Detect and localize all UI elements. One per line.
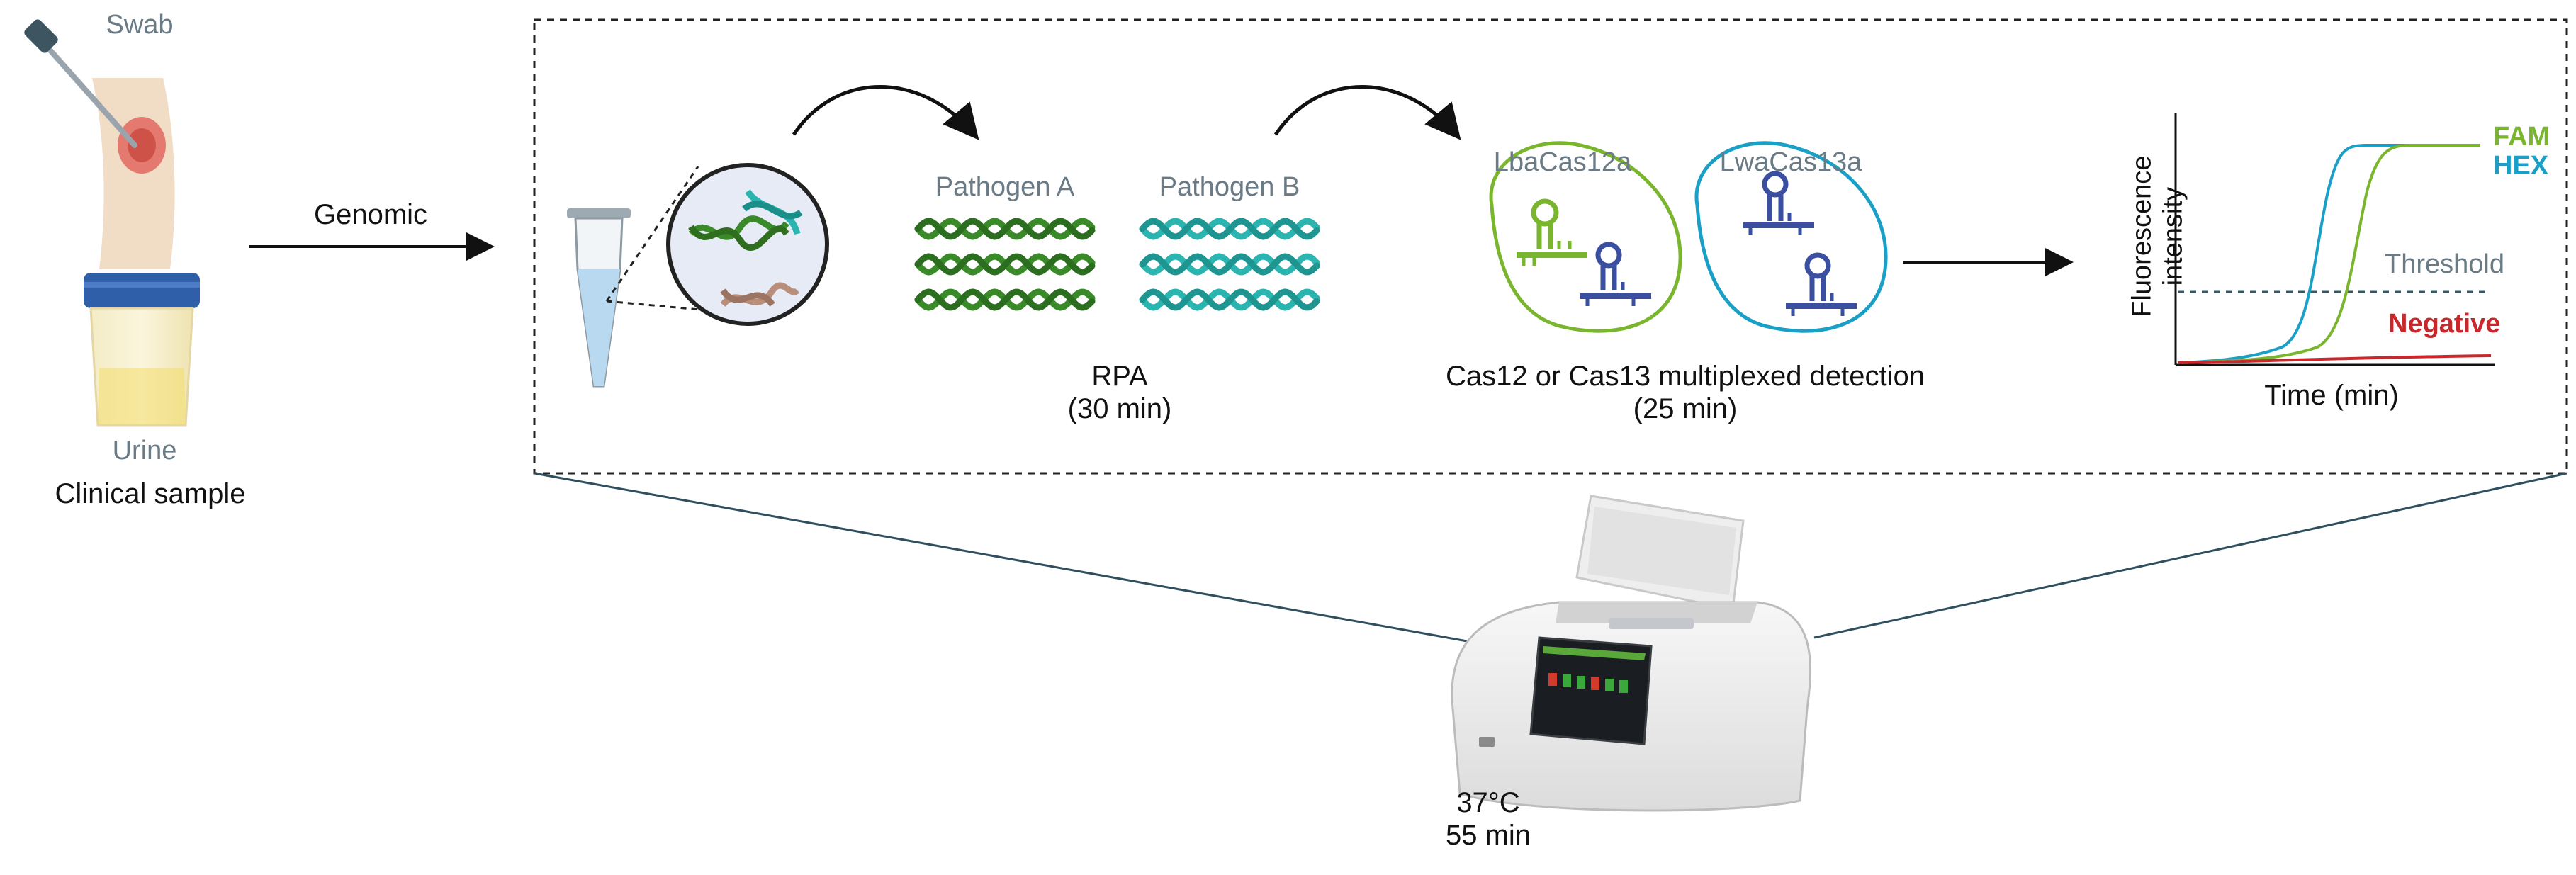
detection-time: (25 min) [1633, 393, 1738, 424]
detection-method: Cas12 or Cas13 multiplexed detection [1446, 361, 1925, 392]
y-axis-label-line2: intensity [2158, 186, 2188, 286]
y-axis-label-line1: Fluorescence [2127, 155, 2157, 317]
genomic-label: Genomic [313, 199, 428, 230]
rpa-dna-strands [914, 218, 1320, 311]
threshold-label: Threshold [2385, 249, 2504, 279]
device-duration: 55 min [1445, 820, 1531, 851]
pathogen-a-dna [914, 218, 1096, 240]
pathogen-a-dna [914, 253, 1096, 276]
lwacas13a-label: LwaCas13a [1719, 147, 1862, 177]
device-temperature: 37°C [1456, 787, 1520, 818]
crrna-green-icon [1517, 198, 1587, 266]
pathogen-b-dna [1139, 218, 1320, 240]
y-axis-label: Fluorescence intensity [2127, 145, 2188, 329]
pathogen-b-label: Pathogen B [1159, 172, 1300, 202]
crrna-blue-icon [1743, 171, 1814, 235]
detection-label: Cas12 or Cas13 multiplexed detection (25… [1446, 360, 1925, 425]
process-box [533, 18, 2568, 475]
rpa-method: RPA [1091, 361, 1148, 392]
swab-icon [24, 19, 175, 269]
clinical-sample-label: Clinical sample [55, 478, 246, 509]
reaction-tube-icon [567, 208, 631, 388]
cas13-blob [1694, 141, 1888, 333]
dna-zoom-icon [666, 163, 829, 326]
cas12-blob [1489, 141, 1682, 333]
connector-left [534, 472, 1468, 643]
detection-device-icon [1451, 495, 1812, 812]
pathogen-b-dna [1139, 253, 1320, 276]
hex-curve [2177, 144, 2480, 364]
crrna-blue-icon [1580, 242, 1651, 306]
urine-label: Urine [112, 436, 177, 465]
fam-curve [2177, 144, 2480, 364]
negative-label: Negative [2388, 309, 2501, 339]
urine-cup-icon [84, 273, 200, 427]
swab-label: Swab [106, 10, 174, 40]
curved-arrow-1 [792, 85, 979, 140]
curved-arrow-2 [1273, 85, 1461, 140]
pathogen-b-dna [1139, 288, 1320, 311]
device-conditions: 37°C 55 min [1446, 786, 1531, 852]
rpa-label: RPA (30 min) [1068, 360, 1172, 425]
fam-legend: FAM [2493, 122, 2550, 152]
pathogen-a-label: Pathogen A [935, 172, 1075, 202]
pathogen-a-dna [914, 288, 1096, 311]
x-axis-label: Time (min) [2264, 380, 2399, 411]
fluorescence-plot [2174, 113, 2495, 366]
rpa-time: (30 min) [1067, 393, 1172, 424]
hex-legend: HEX [2493, 151, 2549, 181]
negative-curve [2177, 354, 2492, 364]
device-screen [1529, 636, 1653, 745]
connector-right [1813, 472, 2567, 639]
crrna-blue-icon [1786, 252, 1857, 316]
lbacas12a-label: LbaCas12a [1493, 147, 1632, 177]
